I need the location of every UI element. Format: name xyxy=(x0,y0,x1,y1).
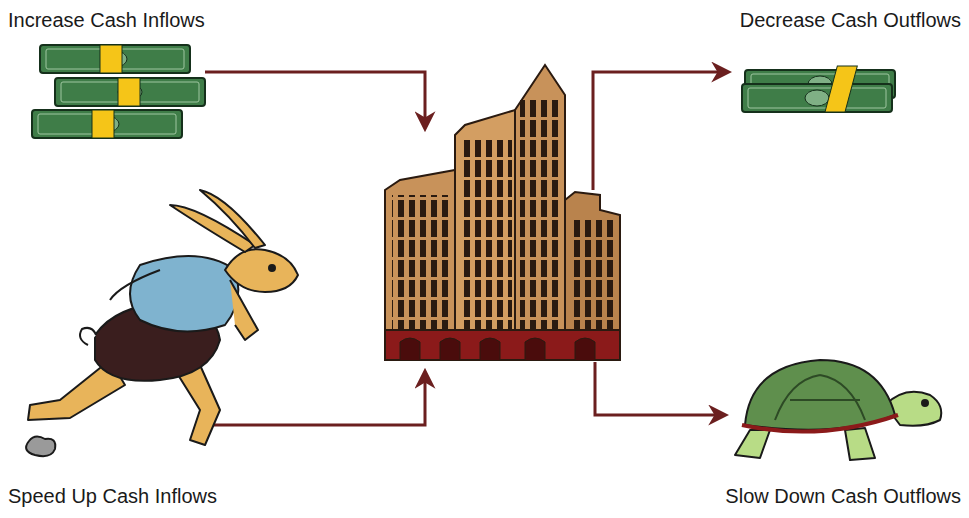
money-stack xyxy=(32,45,205,138)
caption-label: Speed Up Cash Inflows xyxy=(8,484,217,508)
caption-label: Increase Cash Inflows xyxy=(8,8,205,32)
office-building xyxy=(385,65,620,360)
flow-arrows xyxy=(200,72,728,425)
caption-label: Decrease Cash Outflows xyxy=(740,8,961,32)
money-stack xyxy=(742,66,895,112)
walking-turtle xyxy=(735,360,941,460)
running-rabbit xyxy=(26,190,298,456)
caption-label: Slow Down Cash Outflows xyxy=(725,484,961,508)
